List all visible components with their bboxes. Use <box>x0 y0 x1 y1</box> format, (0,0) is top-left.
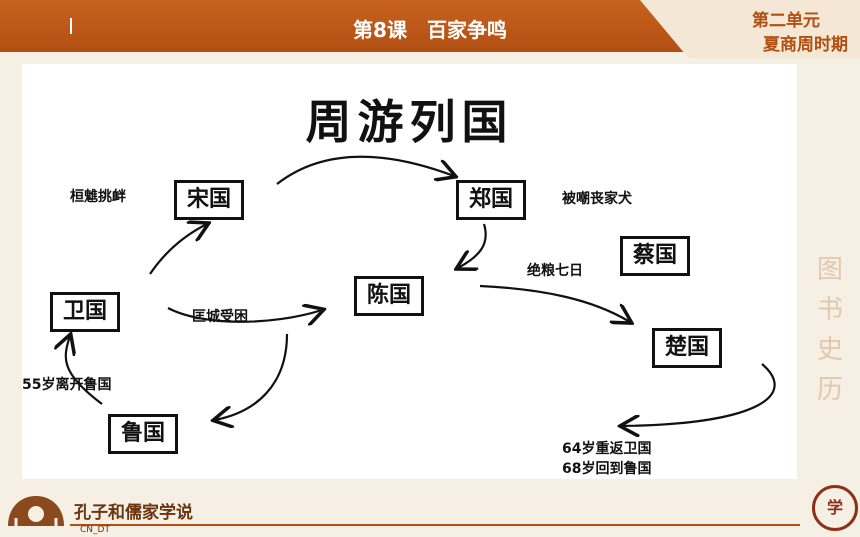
deco-char: 历 <box>816 375 843 405</box>
state-zheng: 郑国 <box>456 180 527 220</box>
header-marker <box>70 18 72 34</box>
arrow-lu-to-wei <box>66 336 103 405</box>
arrow-chu-to-return <box>622 363 776 426</box>
state-lu: 鲁国 <box>108 414 179 454</box>
label-sangjia: 被嘲丧家犬 <box>562 191 632 207</box>
seal-icon: 学 <box>812 485 858 531</box>
bronze-vessel-icon <box>8 496 64 526</box>
state-chen: 陈国 <box>354 276 425 316</box>
lesson-title: 第8课 百家争鸣 <box>353 18 507 42</box>
deco-char: 图 <box>816 255 843 285</box>
label-jueliang: 绝粮七日 <box>527 263 583 279</box>
footer-divider <box>70 524 800 526</box>
footer-label: 孔子和儒家学说 <box>74 503 193 523</box>
state-chu: 楚国 <box>652 328 723 368</box>
label-huantui: 桓魋挑衅 <box>70 189 126 205</box>
arrow-chen-to-lu <box>215 333 289 420</box>
label-kuangcheng: 匡城受困 <box>192 309 248 325</box>
state-song: 宋国 <box>174 180 245 220</box>
unit-number: 第二单元 <box>752 11 820 31</box>
arrow-song-to-zheng <box>276 155 454 185</box>
state-cai: 蔡国 <box>620 236 691 276</box>
arrow-kuang-to-chen <box>167 308 322 322</box>
arrow-wei-to-song <box>149 224 207 275</box>
calligraphy-decoration: 图 书 史 历 <box>800 250 860 530</box>
unit-tag: 第二单元 夏商周时期 <box>640 0 860 58</box>
label-leave-lu: 55岁离开鲁国 <box>22 377 112 393</box>
state-wei: 卫国 <box>50 292 121 332</box>
unit-period: 夏商周时期 <box>763 35 848 55</box>
diagram-title: 周游列国 <box>305 95 514 149</box>
arrow-chen-to-chu <box>479 284 630 322</box>
label-return-lu: 68岁回到鲁国 <box>562 461 652 477</box>
route-arrows <box>22 155 776 479</box>
deco-char: 史 <box>816 335 843 365</box>
diagram-panel: 周游列国 宋国 郑国 蔡国 陈国 卫国 楚国 鲁国 桓魋挑衅 被嘲丧家犬 绝粮七… <box>22 64 797 479</box>
footer-subtext: CN_DT <box>80 525 110 535</box>
arrow-zheng-to-chen <box>458 223 487 268</box>
label-return-wei: 64岁重返卫国 <box>562 441 652 457</box>
deco-char: 书 <box>816 295 843 325</box>
